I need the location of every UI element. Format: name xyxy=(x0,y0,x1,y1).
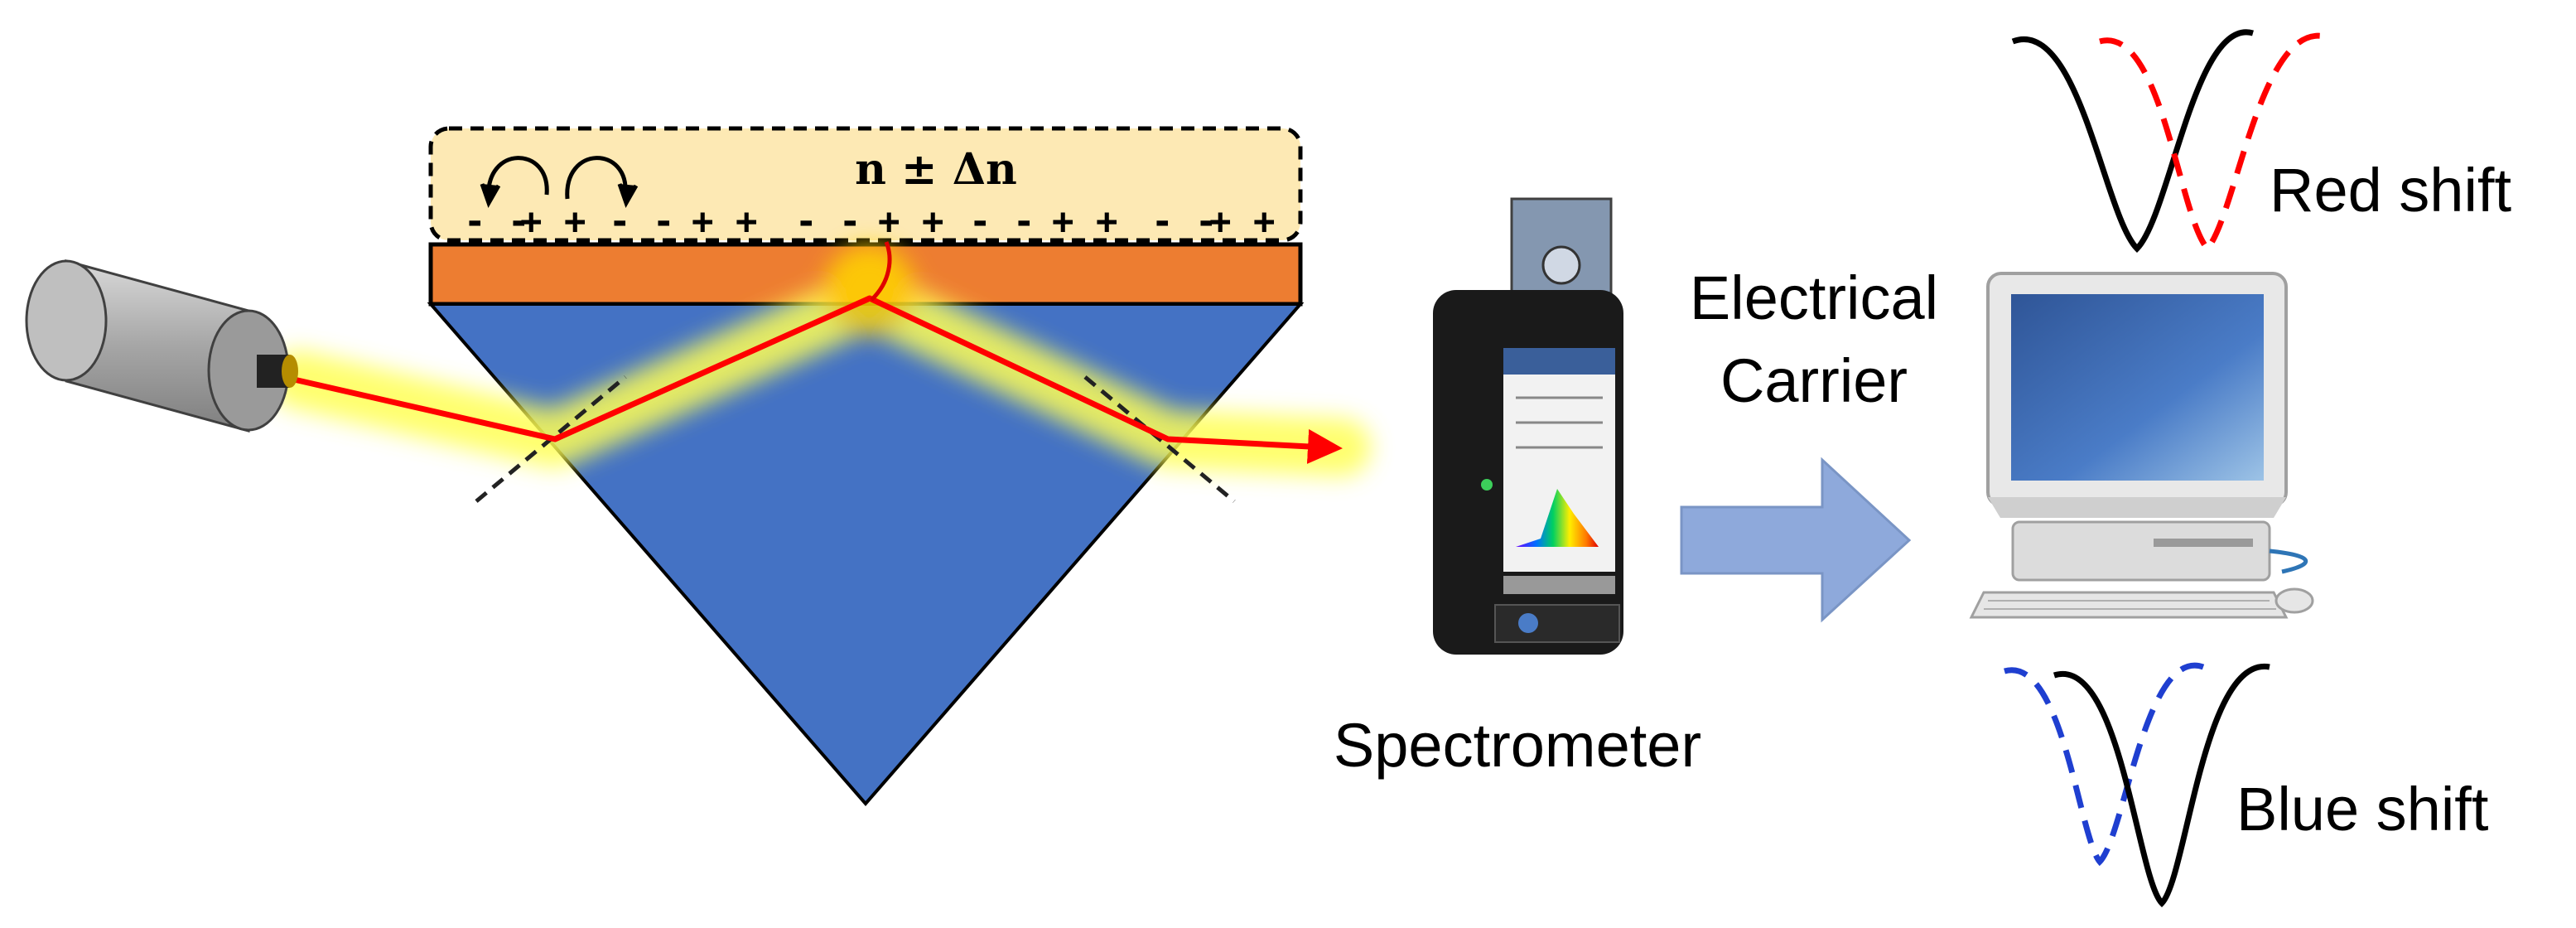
red-shift-graph xyxy=(2011,29,2329,254)
charge-label: + + xyxy=(1209,201,1275,243)
evanescent-wave xyxy=(870,241,892,302)
charge-label: + + xyxy=(878,201,943,243)
surface-charges: - - + + - - + + - - + + - - + + - - + + xyxy=(464,201,1275,243)
spectrometer-label: Spectrometer xyxy=(1334,711,1701,780)
carrier-label: Carrier xyxy=(1720,346,1908,415)
laser-source-icon xyxy=(25,259,298,433)
charge-label: + + xyxy=(1052,201,1117,243)
blue-shift-label: Blue shift xyxy=(2236,775,2489,843)
prism xyxy=(427,302,1305,807)
charge-label: - - xyxy=(1151,201,1217,243)
charge-label: + + xyxy=(692,201,757,243)
carrier-arrows-icon xyxy=(480,156,639,209)
charge-label: - - xyxy=(795,201,861,243)
charge-label: - - xyxy=(464,201,529,243)
charge-label: + + xyxy=(520,201,586,243)
red-shift-label: Red shift xyxy=(2270,156,2511,225)
refractive-index-label: n ± Δn xyxy=(855,144,1017,195)
analyte-layer xyxy=(428,126,1303,243)
charge-label: - - xyxy=(609,201,674,243)
blue-shift-graph xyxy=(2004,662,2270,907)
charge-label: - - xyxy=(969,201,1035,243)
handheld-spectrometer-icon xyxy=(1433,197,1623,655)
block-arrow-icon xyxy=(1680,457,1912,623)
desktop-computer-icon xyxy=(1969,272,2314,619)
laser-beam xyxy=(293,295,1343,464)
electrical-label: Electrical xyxy=(1690,263,1938,332)
